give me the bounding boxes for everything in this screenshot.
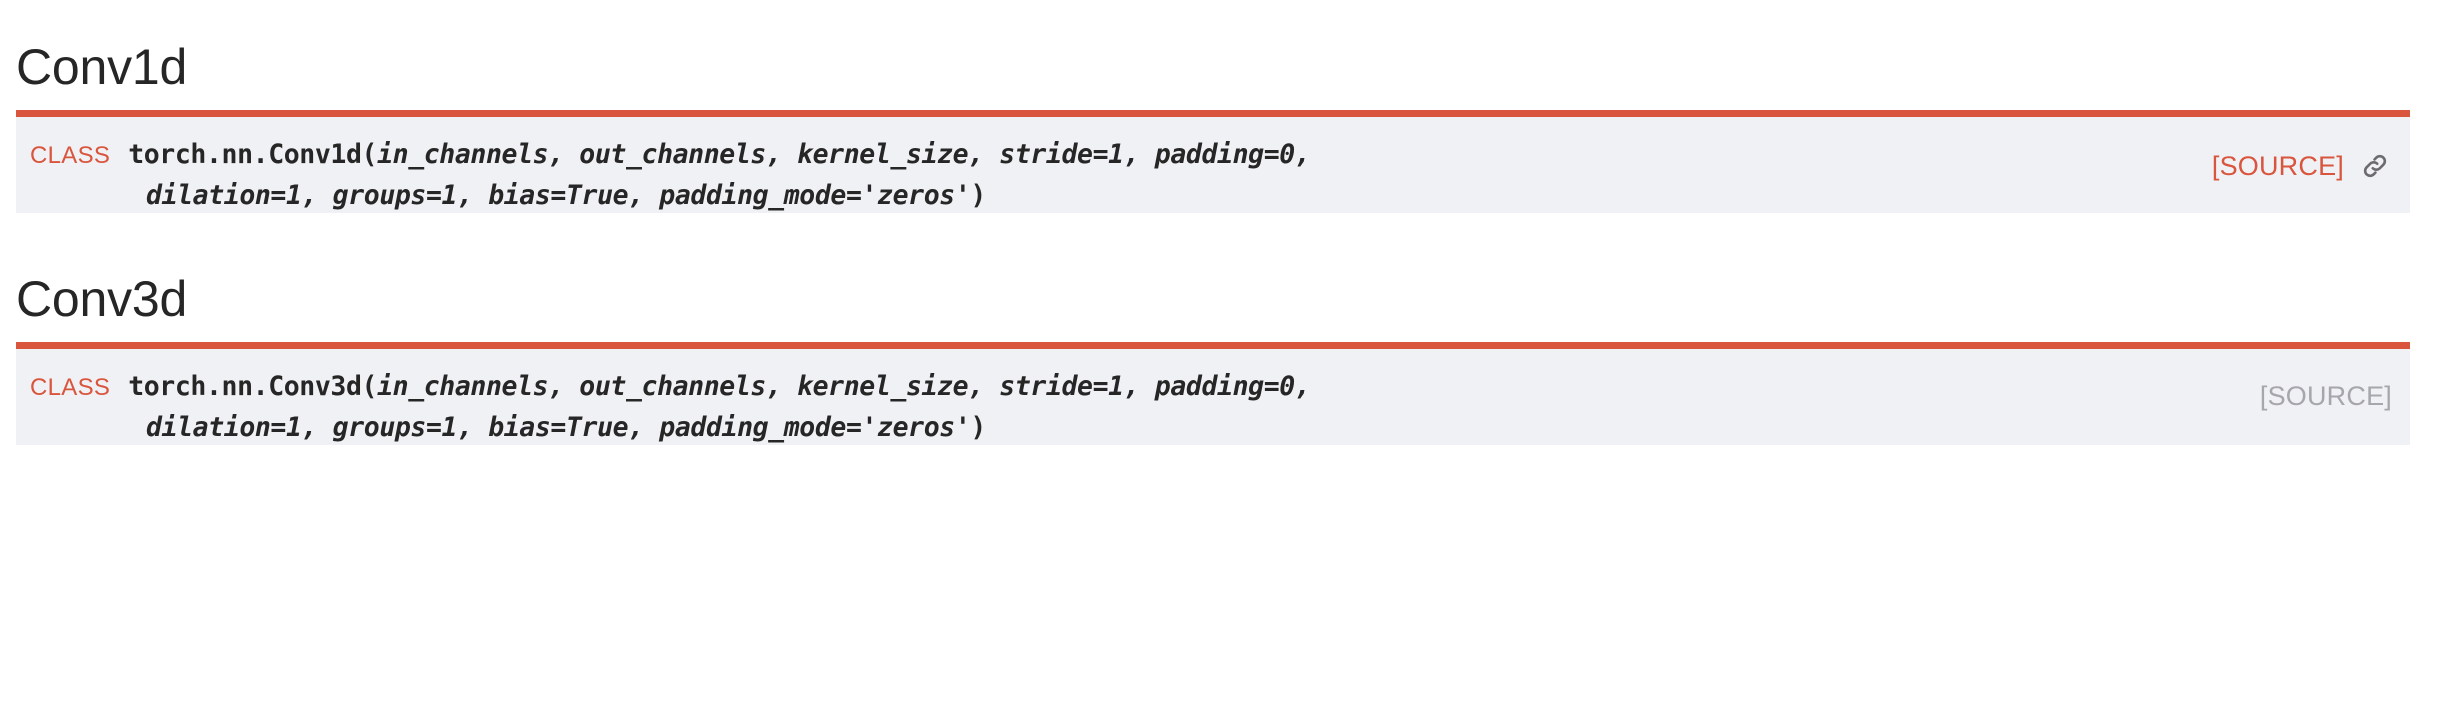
- signature-params-line-1-conv3d: in_channels, out_channels, kernel_size, …: [377, 371, 1311, 402]
- class-keyword-badge: CLASS: [30, 142, 111, 169]
- source-actions-conv3d: [SOURCE]: [2260, 381, 2392, 412]
- signature-line-1-conv1d: CLASS torch.nn.Conv1d(in_channels, out_ch…: [30, 135, 2394, 176]
- signature-line-1-conv3d: CLASS torch.nn.Conv3d(in_channels, out_ch…: [30, 367, 2394, 408]
- close-paren: ): [970, 412, 986, 443]
- class-signature-panel-conv3d: CLASS torch.nn.Conv3d(in_channels, out_ch…: [16, 342, 2410, 445]
- signature-inner-conv3d: CLASS torch.nn.Conv3d(in_channels, out_ch…: [16, 349, 2410, 445]
- signature-inner-conv1d: CLASS torch.nn.Conv1d(in_channels, out_ch…: [16, 117, 2410, 213]
- page-title-conv3d: Conv3d: [16, 270, 188, 327]
- class-signature-panel-conv1d: CLASS torch.nn.Conv1d(in_channels, out_ch…: [16, 110, 2410, 213]
- source-link-conv3d[interactable]: [SOURCE]: [2259, 381, 2392, 411]
- open-paren: (: [361, 371, 378, 402]
- signature-params-line-1-conv1d: in_channels, out_channels, kernel_size, …: [377, 139, 1311, 170]
- signature-line-2-conv1d: dilation=1, groups=1, bias=True, padding…: [30, 176, 2394, 216]
- source-actions-conv1d: [SOURCE]: [2212, 149, 2392, 183]
- open-paren: (: [361, 139, 378, 170]
- page-title-conv1d: Conv1d: [16, 38, 188, 95]
- signature-params-line-2-conv1d: dilation=1, groups=1, bias=True, padding…: [146, 180, 971, 211]
- qualified-name-conv1d: torch.nn.Conv1d: [128, 139, 362, 170]
- link-chain-icon[interactable]: [2358, 149, 2392, 183]
- qualified-name-conv3d: torch.nn.Conv3d: [128, 371, 362, 402]
- class-keyword-badge: CLASS: [30, 374, 111, 401]
- close-paren: ): [970, 180, 986, 211]
- signature-line-2-conv3d: dilation=1, groups=1, bias=True, padding…: [30, 408, 2394, 448]
- source-link-conv1d[interactable]: [SOURCE]: [2211, 150, 2344, 181]
- signature-params-line-2-conv3d: dilation=1, groups=1, bias=True, padding…: [146, 412, 971, 443]
